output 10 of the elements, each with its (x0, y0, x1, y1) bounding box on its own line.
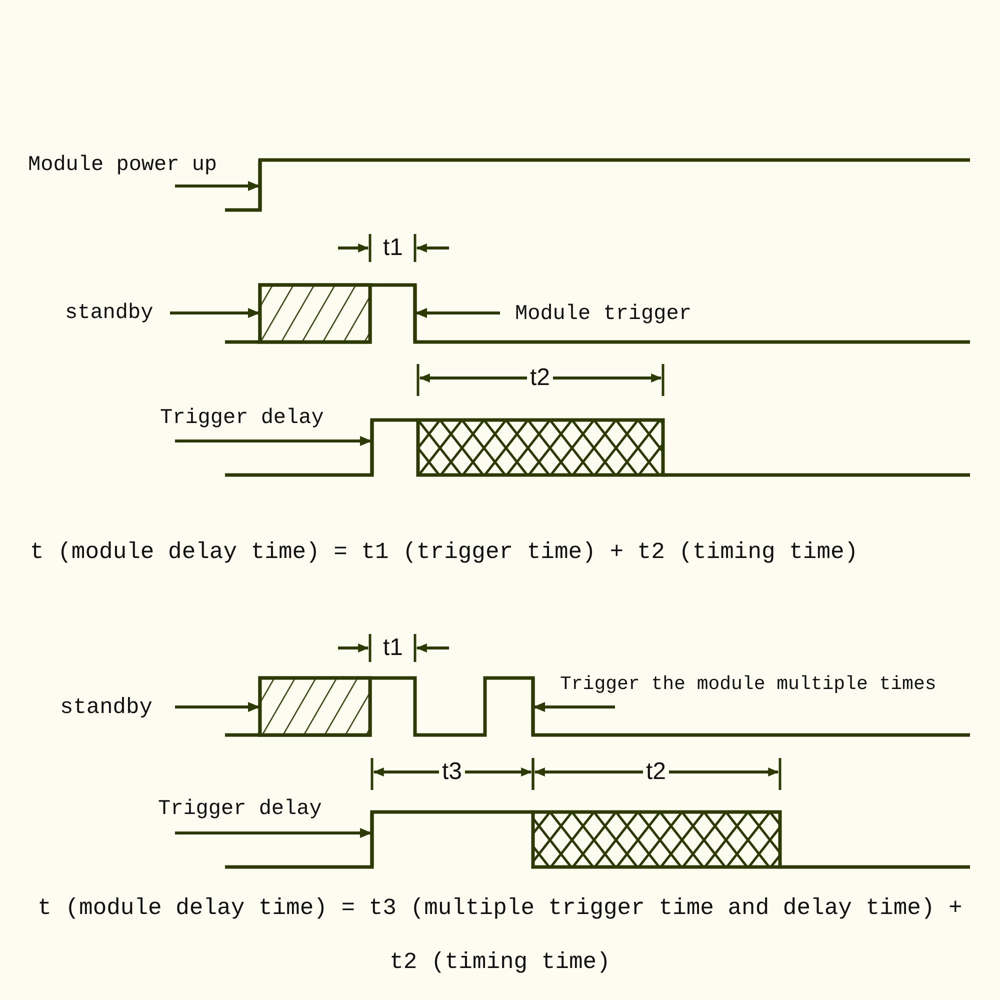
arrow (533, 702, 615, 712)
arrow (415, 308, 500, 318)
arrow (175, 436, 372, 446)
signal-edge (258, 160, 262, 210)
arrow (175, 702, 260, 712)
formula-text: t (module delay time) = t1 (trigger time) + t2 (timing time) (30, 538, 860, 567)
arrow (175, 181, 260, 191)
formula-text: t (module delay time) = t3 (multiple trigger time and delay time) + t2 (timing time) (36, 894, 964, 977)
arrow (175, 828, 372, 838)
arrow (170, 308, 260, 318)
